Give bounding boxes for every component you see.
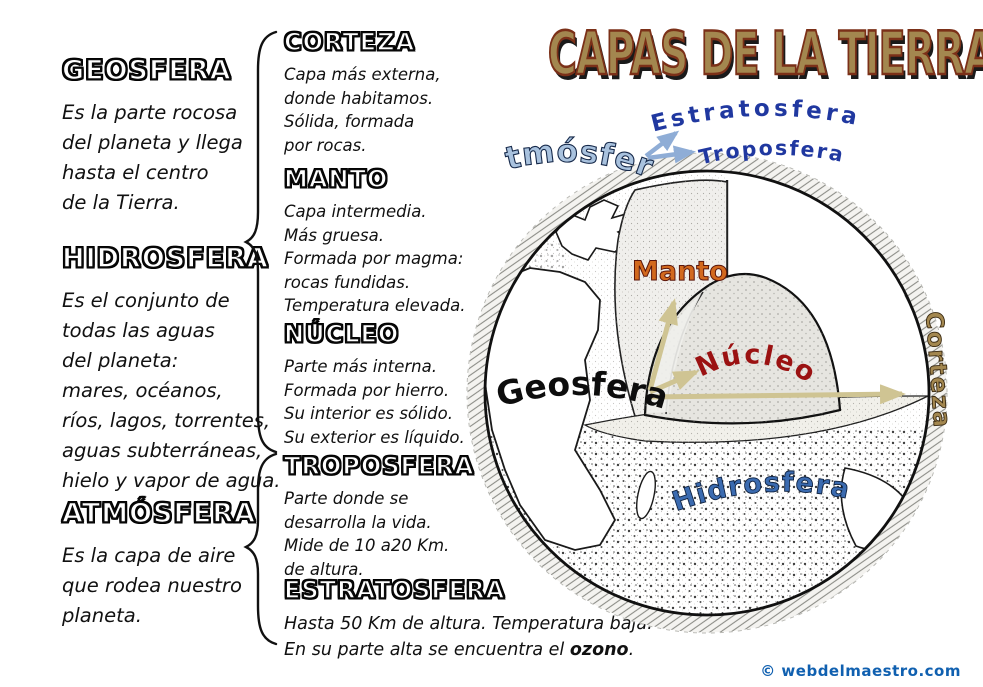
page-title: CAPAS DE LA TIERRA — [547, 17, 983, 90]
corteza-heading: CORTEZA — [283, 27, 416, 57]
nucleo-text-line: Parte más interna. — [284, 357, 437, 376]
atmosfera-heading: ATMÓSFERA — [61, 497, 257, 530]
manto-text-line: rocas fundidas. — [284, 272, 411, 292]
estratosfera-text-line: En su parte alta se encuentra el ozono. — [284, 637, 664, 663]
section-nucleo: NÚCLEO Parte más interna. Formada por hi… — [283, 319, 484, 449]
hidrosfera-text-line: ríos, lagos, torrentes, — [62, 409, 271, 432]
nucleo-text-line: Formada por hierro. — [284, 380, 450, 400]
geosfera-heading: GEOSFERA — [61, 54, 232, 87]
estratosfera-text-line: Hasta 50 Km de altura. Temperatura baja. — [284, 614, 653, 634]
nucleo-text-line: Su exterior es líquido. — [284, 427, 465, 447]
hidrosfera-text-line: mares, océanos, — [62, 379, 223, 402]
hidrosfera-text-line: hielo y vapor de agua. — [62, 469, 281, 492]
brace-atmosfera-group — [243, 452, 278, 646]
section-corteza: CORTEZA Capa más externa, donde habitamo… — [283, 27, 484, 157]
arrow-to-troposfera — [647, 145, 696, 164]
geosfera-text-line: de la Tierra. — [62, 191, 180, 214]
atmosfera-text-line: planeta. — [62, 604, 142, 627]
section-estratosfera: ESTRATOSFERA Hasta 50 Km de altura. Temp… — [283, 575, 664, 663]
arrow-to-nucleo — [649, 369, 700, 395]
geosfera-text-line: del planeta y llega — [62, 131, 243, 154]
arrow-to-manto — [647, 298, 678, 391]
corteza-text-line: Sólida, formada — [284, 112, 415, 131]
arrow-to-corteza — [647, 384, 906, 405]
corteza-text-line: Capa más externa, — [284, 65, 441, 84]
hidrosfera-text-line: aguas subterráneas, — [62, 439, 263, 462]
estratosfera-line2-prefix: En su parte alta se encuentra el — [284, 640, 570, 660]
manto-label: Manto — [632, 256, 728, 287]
atmosfera-text-line: que rodea nuestro — [62, 574, 242, 597]
corteza-text-line: donde habitamos. — [284, 88, 434, 108]
troposfera-text-line: Parte donde se — [284, 489, 409, 508]
hidrosfera-text-line: del planeta: — [62, 349, 179, 372]
atmosfera-text-line: Es la capa de aire — [62, 544, 236, 567]
troposfera-text-line: desarrolla la vida. — [284, 512, 432, 532]
troposfera-heading: TROPOSFERA — [283, 451, 475, 481]
estratosfera-heading: ESTRATOSFERA — [283, 575, 506, 605]
estratosfera-line2-suffix: . — [628, 640, 635, 660]
brace-geosfera-group — [243, 30, 278, 454]
nucleo-heading: NÚCLEO — [283, 319, 400, 349]
corteza-text-line: por rocas. — [284, 135, 367, 155]
watermark: © webdelmaestro.com — [760, 662, 961, 680]
geosfera-text-line: hasta el centro — [62, 161, 209, 184]
manto-text-line: Temperatura elevada. — [284, 296, 466, 315]
ozono-bold-word: ozono — [569, 640, 629, 660]
hidrosfera-heading: HIDROSFERA — [61, 242, 269, 275]
island-madagascar — [636, 470, 656, 520]
geosfera-arrows — [647, 298, 906, 405]
earth-outline — [483, 169, 931, 617]
section-geosfera: GEOSFERA Es la parte rocosa del planeta … — [61, 54, 287, 218]
hidrosfera-text-line: todas las aguas — [62, 319, 215, 342]
troposfera-text-line: Mide de 10 a20 Km. — [284, 536, 450, 555]
nucleo-text-line: Su interior es sólido. — [284, 404, 453, 423]
section-manto: MANTO Capa intermedia. Más gruesa. Forma… — [283, 164, 484, 318]
manto-text-line: Capa intermedia. — [284, 202, 427, 221]
section-atmosfera: ATMÓSFERA Es la capa de aire que rodea n… — [61, 497, 287, 631]
atmosphere-ring — [466, 152, 948, 634]
manto-heading: MANTO — [283, 164, 389, 194]
atmosfera-label: Atmósfera — [0, 0, 659, 185]
manto-text-line: Formada por magma: — [284, 249, 464, 268]
arrow-to-estratosfera — [644, 130, 680, 158]
atmosfera-arrows — [644, 130, 696, 164]
manto-text-line: Más gruesa. — [284, 225, 385, 245]
geosfera-text-line: Es la parte rocosa — [62, 101, 238, 124]
section-troposfera: TROPOSFERA Parte donde se desarrolla la … — [283, 451, 484, 581]
hidrosfera-text-line: Es el conjunto de — [62, 289, 230, 312]
continent-africa — [486, 267, 617, 551]
section-hidrosfera: HIDROSFERA Es el conjunto de todas las a… — [61, 242, 287, 496]
troposfera-text-line: de altura. — [284, 559, 364, 579]
estratosfera-label: Estratosfera — [648, 96, 863, 138]
